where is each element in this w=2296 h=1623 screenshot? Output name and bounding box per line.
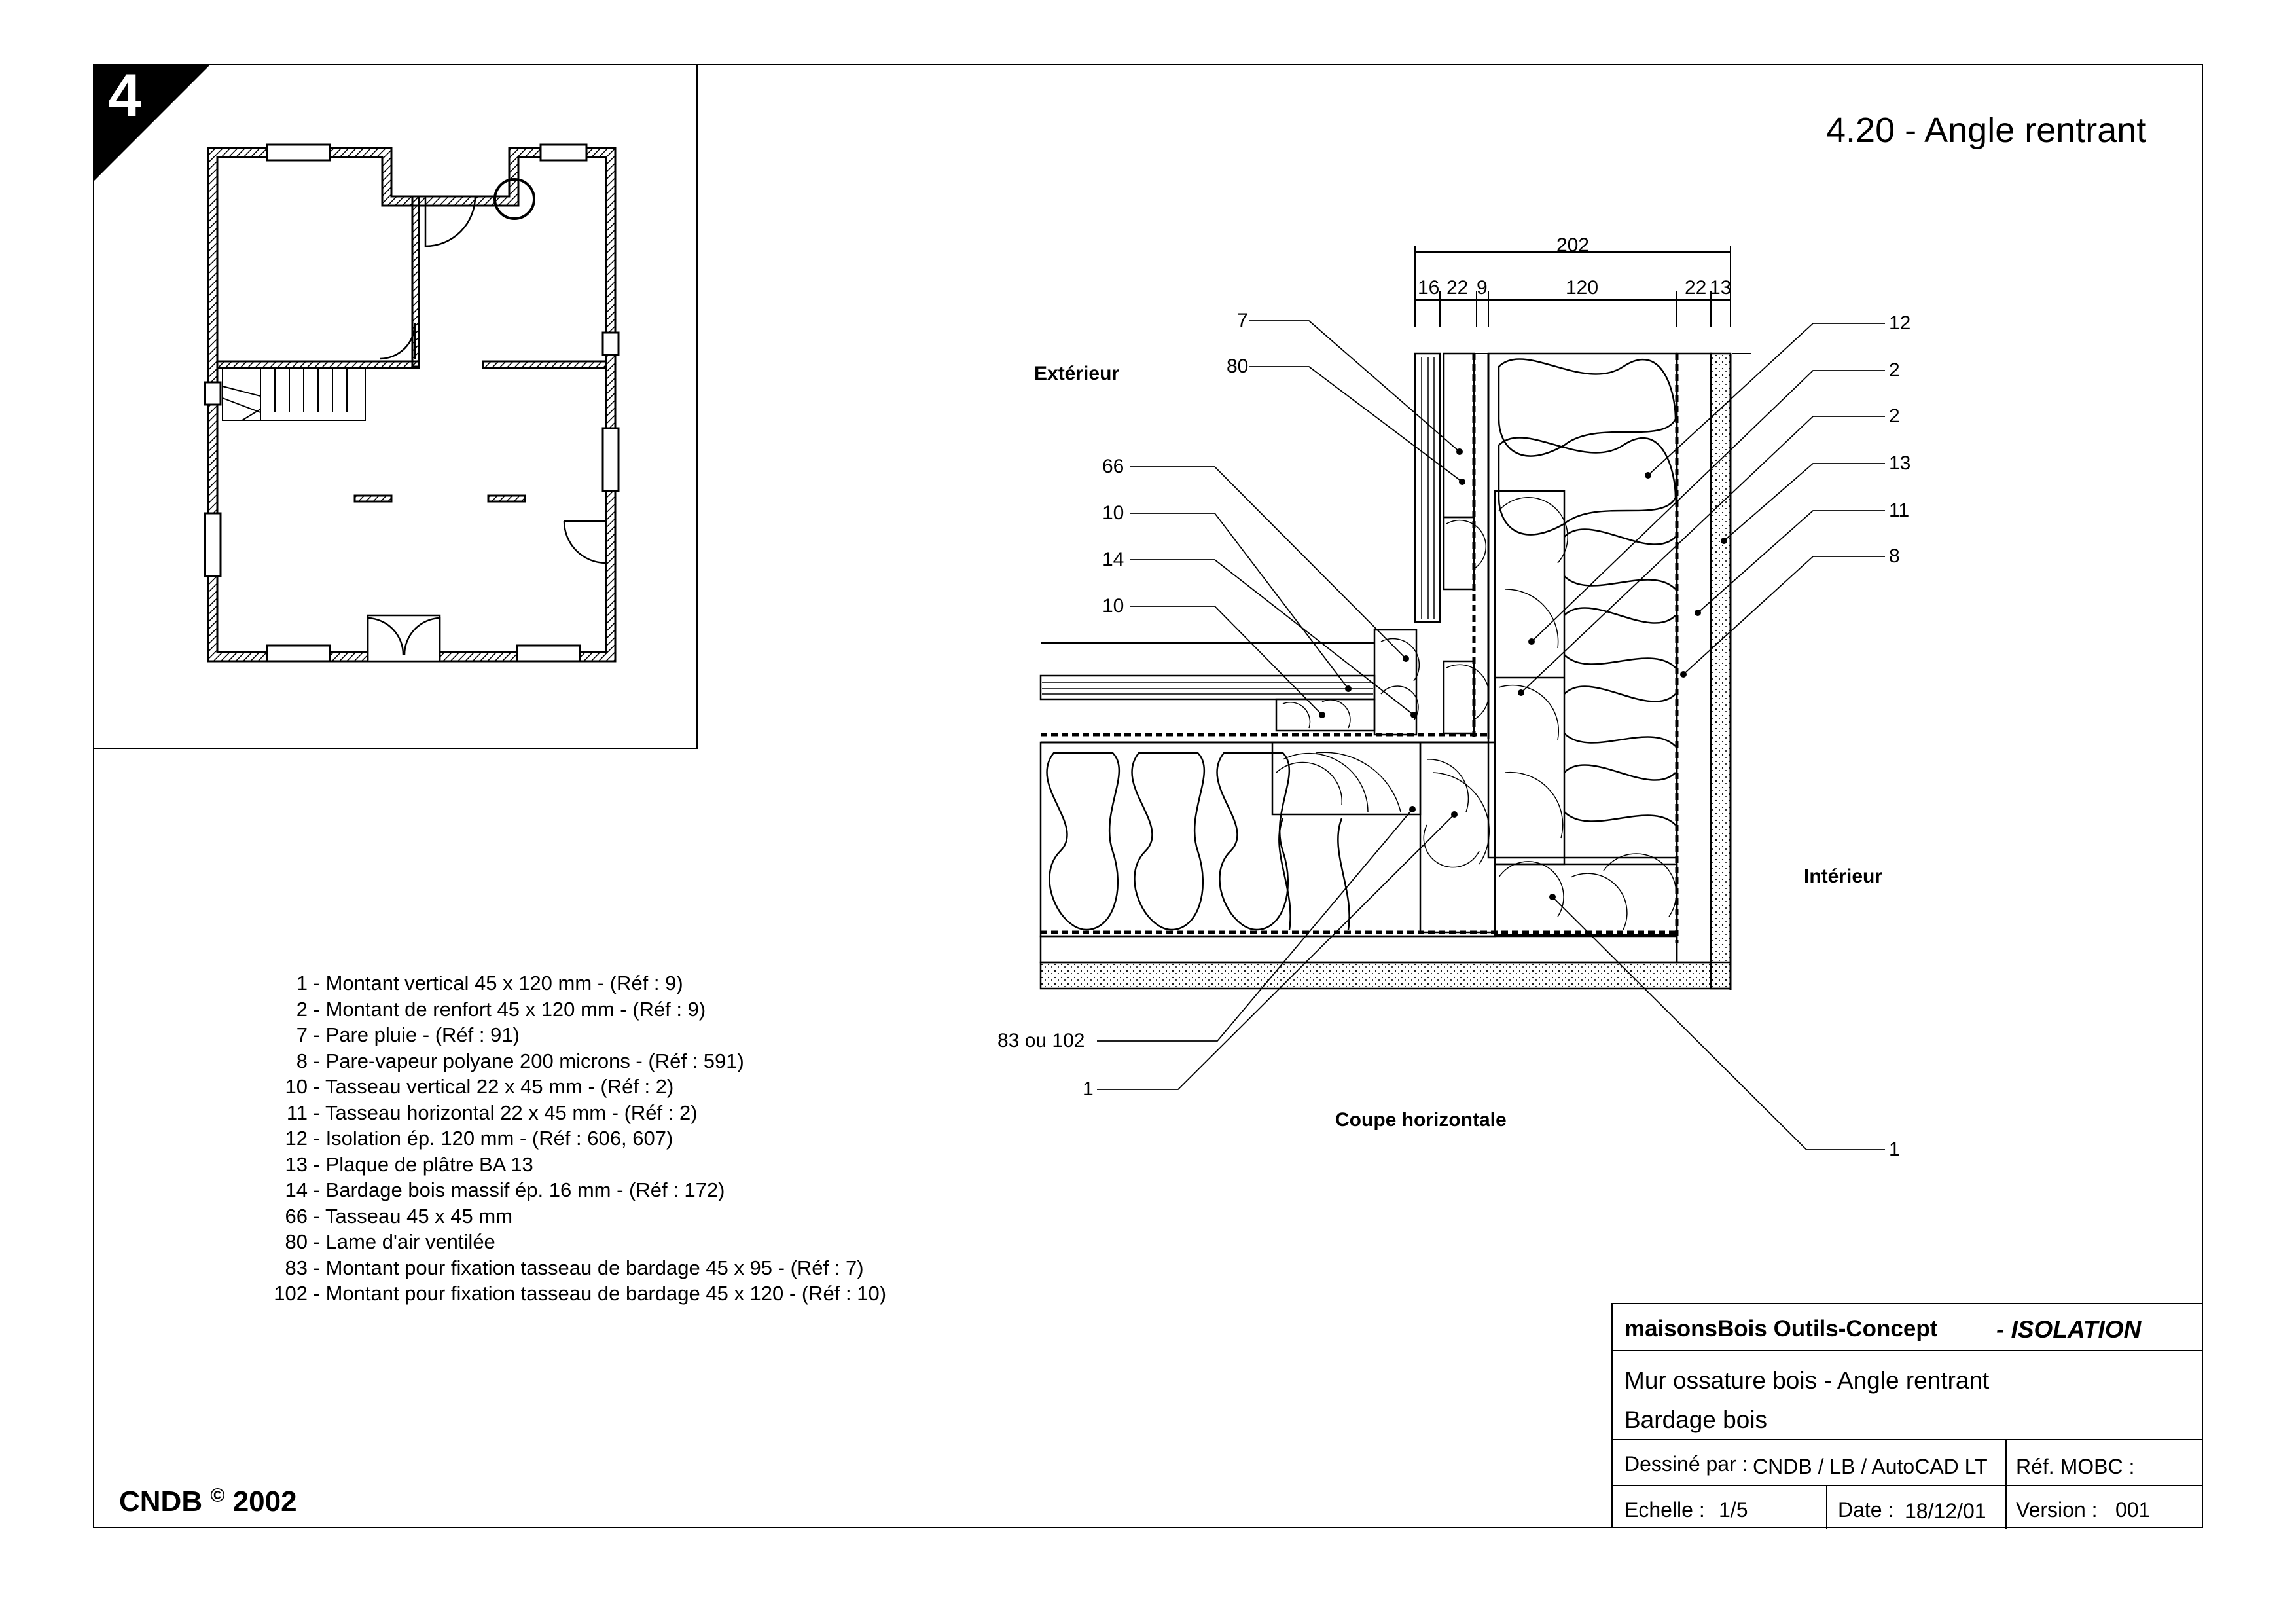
callout-13: 13 bbox=[1889, 452, 1911, 474]
dim-22: 22 bbox=[1446, 277, 1469, 299]
title-block-header: maisonsBois Outils-Concept - ISOLATION bbox=[1613, 1304, 2203, 1351]
section-detail bbox=[1039, 246, 1885, 1150]
callout-11: 11 bbox=[1889, 500, 1910, 521]
legend-item: 13 - Plaque de plâtre BA 13 bbox=[285, 1152, 533, 1176]
ref-label: Réf. MOBC : bbox=[2016, 1455, 2135, 1478]
callout-80: 80 bbox=[1227, 356, 1249, 377]
floor-plan bbox=[204, 143, 620, 663]
legend-item: 10 - Tasseau vertical 22 x 45 mm - (Réf … bbox=[285, 1075, 674, 1098]
legend-item: 7 - Pare pluie - (Réf : 91) bbox=[296, 1023, 520, 1046]
callout-2b: 2 bbox=[1889, 405, 1900, 427]
callout-1-right: 1 bbox=[1889, 1139, 1900, 1160]
drawn-by-value: CNDB / LB / AutoCAD LT bbox=[1753, 1455, 1988, 1478]
title-block-scale-row: Echelle : 1/5 Date : 18/12/01 Version : … bbox=[1613, 1486, 2203, 1529]
dim-13: 13 bbox=[1710, 277, 1732, 299]
legend-item: 2 - Montant de renfort 45 x 120 mm - (Ré… bbox=[296, 997, 706, 1021]
legend-item: 12 - Isolation ép. 120 mm - (Réf : 606, … bbox=[285, 1127, 673, 1150]
version-value: 001 bbox=[2115, 1498, 2151, 1522]
date-value: 18/12/01 bbox=[1905, 1499, 1986, 1523]
legend-item: 1 - Montant vertical 45 x 120 mm - (Réf … bbox=[296, 972, 683, 994]
interior-label: Intérieur bbox=[1804, 866, 1883, 887]
callout-14: 14 bbox=[1102, 549, 1124, 570]
callout-10b: 10 bbox=[1102, 595, 1124, 617]
legend: 1 - Montant vertical 45 x 120 mm - (Réf … bbox=[249, 970, 886, 1307]
title-block-description: Mur ossature bois - Angle rentrant Barda… bbox=[1613, 1351, 2203, 1440]
scale-label: Echelle : bbox=[1624, 1498, 1705, 1522]
callout-8: 8 bbox=[1889, 545, 1900, 567]
exterior-label: Extérieur bbox=[1034, 363, 1120, 384]
sheet-number: 4 bbox=[108, 62, 142, 129]
legend-item: 80 - Lame d'air ventilée bbox=[285, 1230, 495, 1253]
legend-item: 66 - Tasseau 45 x 45 mm bbox=[285, 1204, 513, 1228]
callout-83-102: 83 ou 102 bbox=[997, 1030, 1085, 1051]
callout-7: 7 bbox=[1237, 310, 1248, 331]
dim-total: 202 bbox=[1556, 234, 1590, 256]
sheet-title: 4.20 - Angle rentrant bbox=[1826, 111, 2147, 150]
callout-12: 12 bbox=[1889, 312, 1911, 334]
callout-66: 66 bbox=[1102, 456, 1124, 477]
floor-plan-box bbox=[93, 64, 698, 749]
legend-item: 11 - Tasseau horizontal 22 x 45 mm - (Ré… bbox=[286, 1101, 698, 1124]
title-block-drawn-row: Dessiné par : CNDB / LB / AutoCAD LT Réf… bbox=[1613, 1440, 2203, 1486]
dim-120: 120 bbox=[1566, 277, 1599, 299]
legend-item: 83 - Montant pour fixation tasseau de ba… bbox=[285, 1256, 864, 1279]
legend-item: 102 - Montant pour fixation tasseau de b… bbox=[274, 1282, 887, 1305]
drawing-frame bbox=[93, 64, 2203, 1528]
drawn-by-label: Dessiné par : bbox=[1624, 1452, 1748, 1476]
callout-1-left: 1 bbox=[1083, 1078, 1094, 1100]
dim-22b: 22 bbox=[1685, 277, 1707, 299]
callout-10a: 10 bbox=[1102, 502, 1124, 524]
description-line-2: Bardage bois bbox=[1624, 1406, 1768, 1433]
legend-item: 8 - Pare-vapeur polyane 200 microns - (R… bbox=[296, 1049, 744, 1072]
dim-9: 9 bbox=[1477, 277, 1488, 299]
brand-name: maisonsBois Outils-Concept bbox=[1624, 1316, 1938, 1341]
version-label: Version : bbox=[2016, 1498, 2098, 1522]
sheet-number-flag bbox=[93, 64, 211, 182]
date-label: Date : bbox=[1838, 1498, 1894, 1522]
section-caption: Coupe horizontale bbox=[1335, 1109, 1507, 1131]
dim-16: 16 bbox=[1418, 277, 1440, 299]
title-block: maisonsBois Outils-Concept - ISOLATION M… bbox=[1611, 1303, 2203, 1529]
copyright: CNDB © 2002 bbox=[119, 1485, 297, 1518]
scale-value: 1/5 bbox=[1719, 1498, 1748, 1522]
callout-2a: 2 bbox=[1889, 359, 1900, 381]
legend-item: 14 - Bardage bois massif ép. 16 mm - (Ré… bbox=[285, 1178, 725, 1201]
category-label: - ISOLATION bbox=[1996, 1316, 2142, 1343]
description-line-1: Mur ossature bois - Angle rentrant bbox=[1624, 1367, 1990, 1394]
